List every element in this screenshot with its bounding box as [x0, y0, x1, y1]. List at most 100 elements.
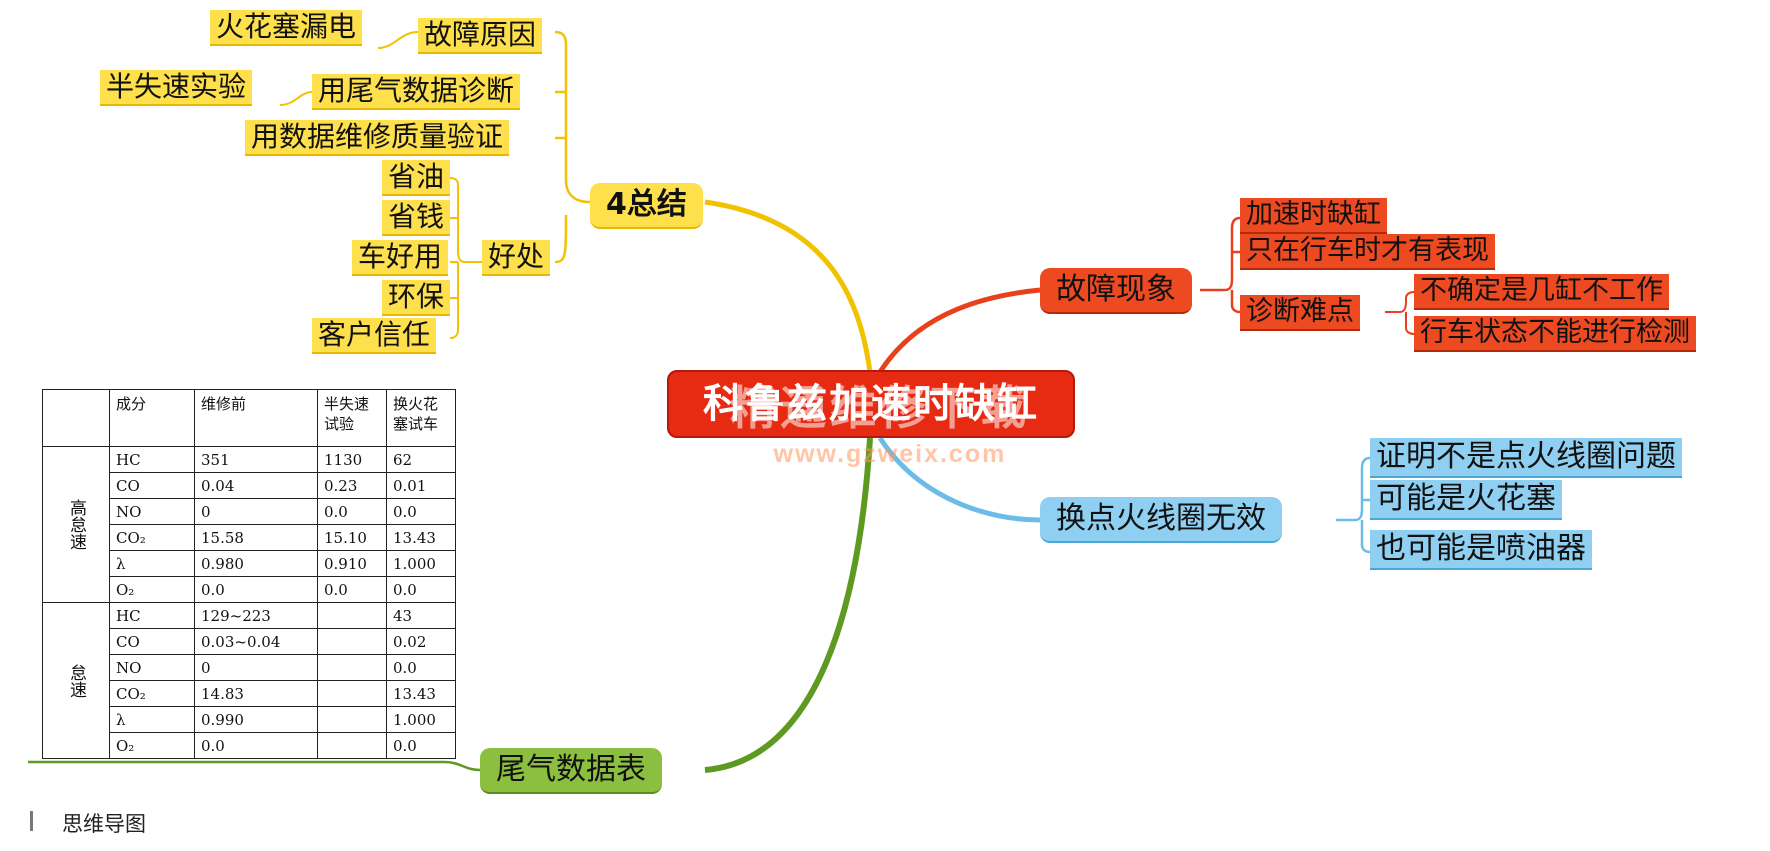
table-cell: 0.23 — [317, 472, 387, 499]
table-row: O₂ 0.0 0.0 — [43, 732, 456, 759]
fault-cause-label[interactable]: 故障原因 — [418, 18, 543, 54]
center-topic[interactable]: 科鲁兹加速时缺缸 — [667, 370, 1075, 438]
exhaust-data-table: 成分 维修前 半失速试验 换火花塞试车 高怠速 HC 351 1130 62 C… — [42, 389, 456, 759]
table-header-cell: 维修前 — [194, 389, 318, 447]
table-cell: 129~223 — [194, 602, 318, 629]
table-cell: CO₂ — [109, 524, 195, 551]
group-label-idle: 怠速 — [42, 602, 110, 759]
table-cell: HC — [109, 446, 195, 473]
summary-hub[interactable]: 4总结 — [590, 183, 703, 229]
difficulty-item[interactable]: 行车状态不能进行检测 — [1414, 316, 1696, 352]
benefits-trunk — [449, 177, 485, 263]
benefit-item[interactable]: 省油 — [382, 160, 451, 196]
benefits-label[interactable]: 好处 — [482, 240, 551, 276]
table-cell — [317, 680, 387, 707]
coil-item[interactable]: 也可能是喷油器 — [1370, 530, 1592, 570]
table-cell: NO — [109, 498, 195, 525]
table-cell — [317, 706, 387, 733]
table-cell: CO — [109, 628, 195, 655]
table-cell: 0.02 — [386, 628, 456, 655]
table-row: NO 0 0.0 — [43, 654, 456, 681]
table-cell — [317, 654, 387, 681]
table-header-cell — [42, 389, 110, 447]
table-cell: 0.0 — [317, 498, 387, 525]
branch-table-line — [704, 437, 873, 773]
coil-trunk — [1336, 456, 1371, 522]
table-cell: CO₂ — [109, 680, 195, 707]
table-cell: 351 — [194, 446, 318, 473]
table-cell: 0.990 — [194, 706, 318, 733]
exhaust-table-hub[interactable]: 尾气数据表 — [480, 748, 662, 794]
symptom-item[interactable]: 加速时缺缸 — [1240, 198, 1387, 234]
benefit-item[interactable]: 环保 — [382, 280, 451, 316]
table-cell: 0.0 — [386, 498, 456, 525]
table-cell: 14.83 — [194, 680, 318, 707]
table-row: 高怠速 HC 351 1130 62 — [42, 446, 456, 603]
caption-bar — [30, 811, 33, 831]
table-cell: 0 — [194, 498, 318, 525]
table-link-line — [28, 760, 481, 772]
table-header-row: 成分 维修前 半失速试验 换火花塞试车 — [42, 389, 456, 447]
table-cell — [317, 732, 387, 759]
table-cell — [317, 602, 387, 629]
coil-hub[interactable]: 换点火线圈无效 — [1040, 497, 1282, 543]
table-cell: 0.01 — [386, 472, 456, 499]
fault-cause-value[interactable]: 火花塞漏电 — [210, 10, 363, 46]
coil-item[interactable]: 证明不是点火线圈问题 — [1370, 438, 1682, 478]
summary-trunk — [554, 30, 591, 204]
symptom-trunk — [1200, 216, 1241, 292]
table-cell: 13.43 — [386, 680, 456, 707]
table-cell: NO — [109, 654, 195, 681]
table-cell: 0.0 — [386, 654, 456, 681]
table-cell: O₂ — [109, 732, 195, 759]
table-cell: 0.0 — [194, 732, 318, 759]
difficulty-item[interactable]: 不确定是几缸不工作 — [1414, 274, 1669, 310]
table-cell: 0.03~0.04 — [194, 628, 318, 655]
symptom-hub[interactable]: 故障现象 — [1040, 268, 1192, 314]
table-cell: 0.980 — [194, 550, 318, 577]
branch-summary-line — [704, 199, 873, 373]
table-row: O₂ 0.0 0.0 0.0 — [43, 576, 456, 603]
table-cell: 0.0 — [194, 576, 318, 603]
table-cell: 0.04 — [194, 472, 318, 499]
table-row: CO 0.04 0.23 0.01 — [43, 472, 456, 499]
difficulty-label[interactable]: 诊断难点 — [1240, 295, 1360, 331]
table-cell: CO — [109, 472, 195, 499]
table-cell: 1.000 — [386, 550, 456, 577]
difficulty-trunk — [1385, 291, 1415, 313]
benefit-item[interactable]: 车好用 — [352, 240, 449, 276]
table-cell: λ — [109, 550, 195, 577]
table-cell — [317, 628, 387, 655]
table-row: 怠速 HC 129~223 43 — [42, 602, 456, 759]
branch-coil-line — [877, 436, 1041, 523]
exhaust-diagnosis-label[interactable]: 用尾气数据诊断 — [312, 74, 521, 110]
verify-quality-label[interactable]: 用数据维修质量验证 — [245, 120, 510, 156]
table-cell: 0.0 — [386, 732, 456, 759]
table-cell: 1.000 — [386, 706, 456, 733]
coil-item[interactable]: 可能是火花塞 — [1370, 480, 1562, 520]
table-cell: λ — [109, 706, 195, 733]
table-row: λ 0.990 1.000 — [43, 706, 456, 733]
table-cell: 15.10 — [317, 524, 387, 551]
table-cell: 0.0 — [386, 576, 456, 603]
table-header-cell: 半失速试验 — [317, 389, 387, 447]
table-cell: 13.43 — [386, 524, 456, 551]
symptom-item[interactable]: 只在行车时才有表现 — [1240, 234, 1495, 270]
table-cell: 43 — [386, 602, 456, 629]
figure-caption: 思维导图 — [62, 812, 146, 836]
table-cell: 0.0 — [317, 576, 387, 603]
group-label-high-idle: 高怠速 — [42, 446, 110, 603]
exhaust-diagnosis-value[interactable]: 半失速实验 — [100, 70, 253, 106]
table-cell: 0.910 — [317, 550, 387, 577]
table-header-cell: 换火花塞试车 — [386, 389, 456, 447]
table-cell: 62 — [386, 446, 456, 473]
table-header-cell: 成分 — [109, 389, 195, 447]
table-cell: 1130 — [317, 446, 387, 473]
table-cell: HC — [109, 602, 195, 629]
table-cell: 15.58 — [194, 524, 318, 551]
table-row: NO 0 0.0 0.0 — [43, 498, 456, 525]
benefit-item[interactable]: 省钱 — [382, 200, 451, 236]
branch-symptom-line — [877, 287, 1041, 374]
benefit-item[interactable]: 客户信任 — [312, 318, 437, 354]
